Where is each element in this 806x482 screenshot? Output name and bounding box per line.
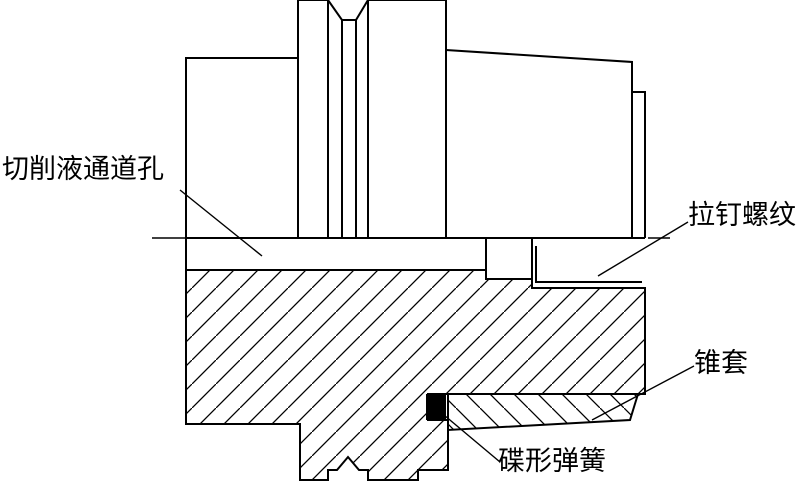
leader-lines	[179, 189, 695, 463]
holder-body-section	[185, 269, 646, 481]
label-cone-sleeve: 锥套	[694, 348, 748, 379]
label-disc-spring: 碟形弹簧	[498, 446, 606, 477]
holder-upper-outline	[185, 0, 646, 283]
label-coolant-hole: 切削液通道孔	[2, 154, 164, 185]
label-pull-stud-thread: 拉钉螺纹	[688, 200, 796, 231]
disc-spring	[426, 394, 446, 420]
cone-sleeve-section	[447, 393, 640, 432]
